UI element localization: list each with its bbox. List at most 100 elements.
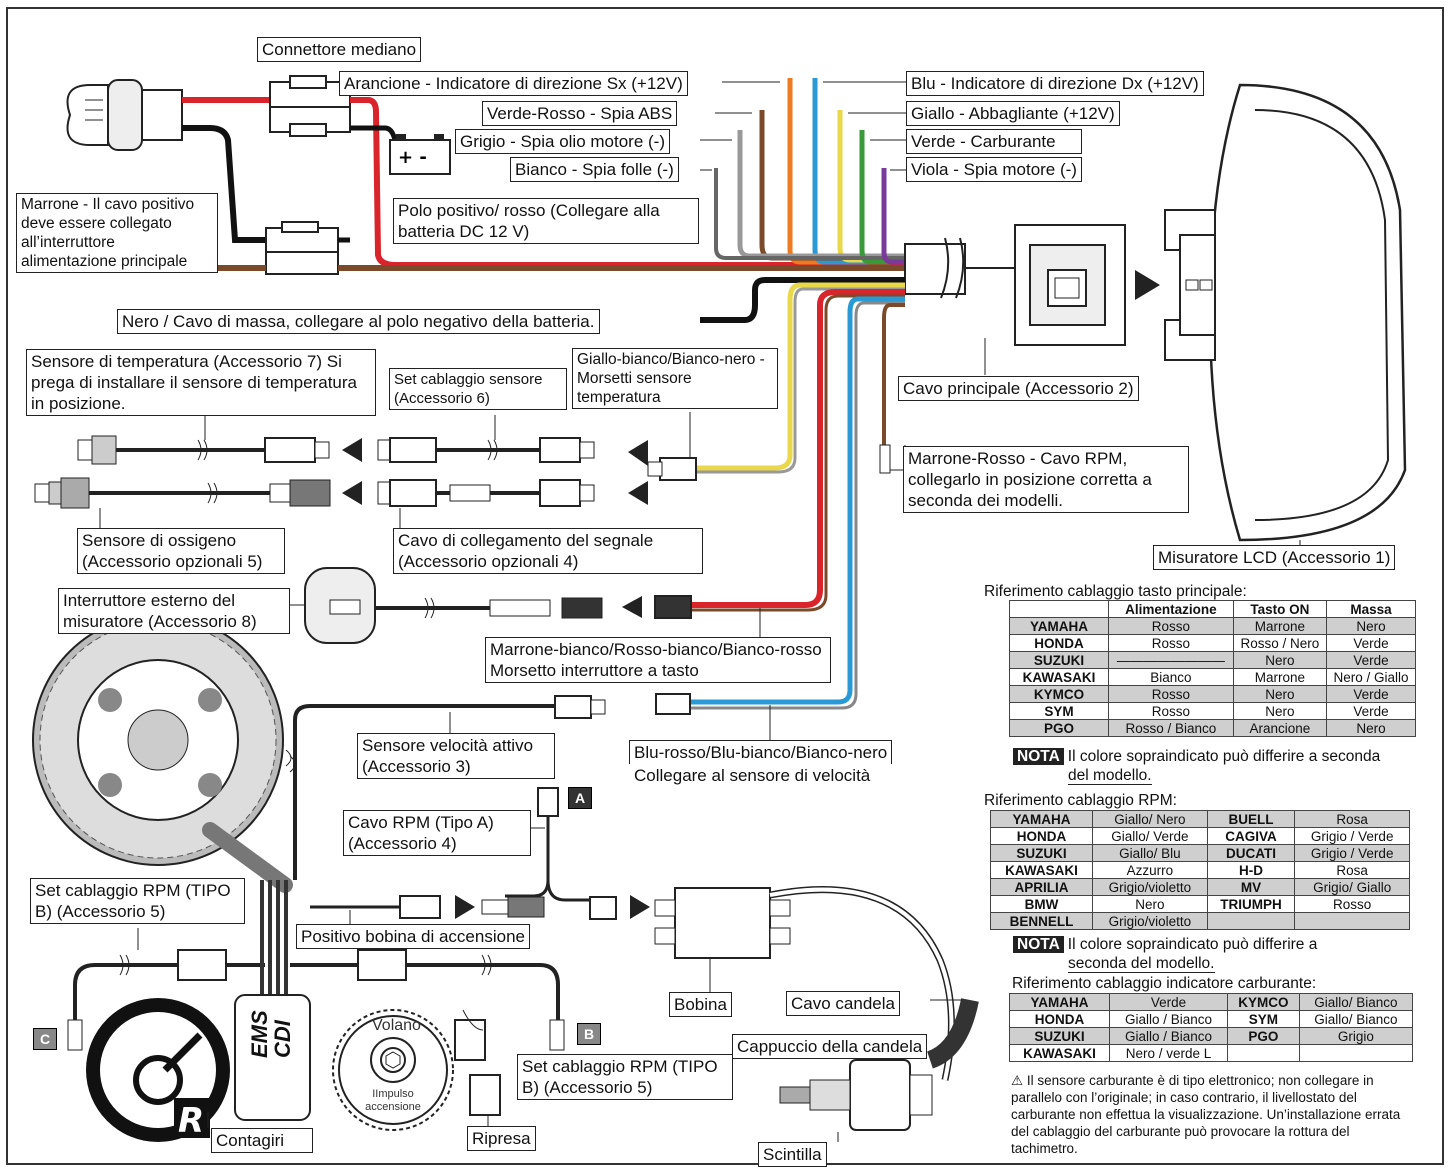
ignition-coil-icon (654, 887, 791, 959)
label-verde-rosso: Verde-Rosso - Spia ABS (482, 101, 678, 126)
label-ossigeno: Sensore di ossigeno (Accessorio opzional… (77, 528, 285, 574)
label-giallo-bianco: Giallo-bianco/Bianco-nero - Morsetti sen… (572, 348, 778, 409)
table2-title: Riferimento cablaggio RPM: (984, 792, 1177, 809)
main-plug-icon (1014, 224, 1126, 346)
label-impulso: IImpulso accensione (365, 1088, 421, 1113)
label-viola: Viola - Spia motore (-) (906, 157, 1082, 182)
t1-h1: Alimentazione (1108, 600, 1234, 618)
t1-h3: Massa (1325, 600, 1417, 618)
label-bianco: Bianco - Spia folle (-) (510, 157, 679, 182)
key-connector-icon (265, 221, 339, 275)
label-marrone-bianco: Marrone-bianco/Rosso-bianco/Bianco-rosso… (485, 637, 831, 683)
tachometer-icon: R (86, 998, 230, 1142)
sensor-harness-icon (377, 437, 595, 463)
tag-a: A (568, 787, 592, 809)
flywheel-icon (332, 1009, 454, 1131)
oxygen-sensor-icon (34, 477, 331, 509)
label-volano: Volano (372, 1017, 421, 1034)
table1-title: Riferimento cablaggio tasto principale: (984, 583, 1247, 600)
lcd-meter-icon (1164, 83, 1407, 542)
label-velocita: Sensore velocità attivo (Accessorio 3) (357, 733, 555, 779)
label-ripresa: Ripresa (467, 1126, 536, 1151)
nota1-text2: del modello. (1068, 767, 1152, 785)
signal-cable-icon (377, 479, 595, 507)
warning-text: Il sensore carburante è di tipo elettron… (1011, 1073, 1401, 1156)
label-giallo: Giallo - Abbagliante (+12V) (906, 101, 1120, 126)
nota2-text2: seconda del modello. (1068, 955, 1215, 973)
label-bobina: Bobina (669, 992, 732, 1017)
label-contagiri: Contagiri (211, 1128, 313, 1153)
nota1-tag: NOTA (1013, 748, 1064, 765)
label-rpm-marrone: Marrone-Rosso - Cavo RPM, collegarlo in … (903, 446, 1189, 513)
label-scintilla: Scintilla (758, 1142, 827, 1167)
label-marrone: Marrone - Il cavo positivo deve essere c… (16, 193, 218, 273)
label-connettore: Connettore mediano (257, 37, 422, 62)
battery-icon: + - (389, 134, 451, 175)
label-rpm-a: Cavo RPM (Tipo A) (Accessorio 4) (343, 810, 531, 856)
label-temperatura: Sensore di temperatura (Accessorio 7) Si… (26, 349, 376, 416)
mid-connector-icon (269, 75, 351, 137)
label-cdi: CDI (270, 1020, 295, 1058)
tag-b: B (577, 1023, 601, 1045)
label-grigio: Grigio - Spia olio motore (-) (455, 129, 671, 154)
label-polo: Polo positivo/ rosso (Collegare alla bat… (393, 198, 699, 244)
t1-h0 (1009, 600, 1109, 618)
label-cappuccio: Cappuccio della candela (732, 1034, 928, 1059)
t1-h2: Tasto ON (1232, 600, 1327, 618)
label-nero: Nero / Cavo di massa, collegare al polo … (117, 309, 600, 334)
tag-c: C (33, 1028, 57, 1050)
nota2-tag: NOTA (1013, 936, 1064, 953)
label-verde: Verde - Carburante (906, 129, 1082, 154)
label-cavo-principale: Cavo principale (Accessorio 2) (898, 376, 1139, 401)
label-arancione: Arancione - Indicatore di direzione Sx (… (339, 71, 688, 96)
svg-text:R: R (178, 1101, 204, 1141)
table3-title: Riferimento cablaggio indicatore carbura… (1012, 975, 1317, 992)
label-blu-rosso-2: Collegare al sensore di velocità (634, 766, 871, 785)
label-interruttore: Interruttore esterno del misuratore (Acc… (58, 588, 290, 634)
ignition-key-icon (66, 79, 183, 151)
label-collegamento: Cavo di collegamento del segnale (Access… (393, 528, 703, 574)
brake-disc-icon (32, 614, 284, 866)
svg-text:+ -: + - (398, 147, 427, 168)
fuel-warning: ⚠ Il sensore carburante è di tipo elettr… (1011, 1072, 1413, 1157)
label-misuratore: Misuratore LCD (Accessorio 1) (1153, 545, 1396, 570)
temperature-sensor-icon (77, 435, 330, 465)
external-switch-icon (304, 567, 603, 644)
label-blu-rosso-1: Blu-rosso/Blu-bianco/Bianco-nero (629, 740, 893, 764)
warning-icon: ⚠ (1011, 1073, 1024, 1088)
nota2-text1: Il colore sopraindicato può differire a (1067, 936, 1318, 953)
label-positivo-bobina: Positivo bobina di accensione (296, 924, 530, 949)
label-blu: Blu - Indicatore di direzione Dx (+12V) (906, 71, 1204, 96)
label-set-cablaggio: Set cablaggio sensore (Accessorio 6) (389, 368, 567, 410)
label-set-rpm-b2: Set cablaggio RPM (TIPO B) (Accessorio 5… (517, 1054, 733, 1100)
label-set-rpm-b1: Set cablaggio RPM (TIPO B) (Accessorio 5… (30, 878, 245, 924)
nota1-text1: Il colore sopraindicato può differire a … (1067, 748, 1381, 765)
label-cavo-candela: Cavo candela (786, 991, 900, 1016)
spark-plug-icon (779, 998, 979, 1131)
